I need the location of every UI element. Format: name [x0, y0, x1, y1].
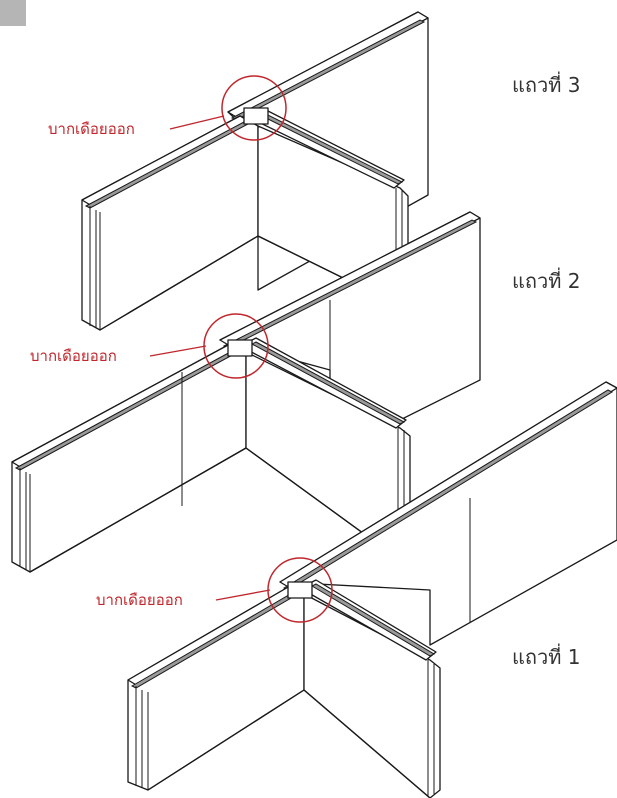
callout-row-1: บากเดือยออก [96, 557, 333, 623]
row-1-joint [287, 581, 313, 599]
row-3-floor-left [99, 235, 259, 331]
callout-leader-row-3 [169, 115, 225, 130]
callout-row-2: บากเดือยออก [30, 313, 269, 379]
callout-label-row-2: บากเดือยออก [30, 347, 117, 365]
callout-circle-row-3 [221, 75, 287, 141]
callout-leader-row-1 [215, 589, 271, 601]
row-2-right-groove [250, 341, 406, 425]
callout-row-3: บากเดือยออก [48, 75, 287, 141]
row-3-block-assembly [81, 11, 429, 331]
callout-leader-row-2 [149, 345, 207, 357]
row-label-1: แถวที่ 1 [512, 643, 581, 669]
row-2-floor-left [29, 447, 247, 573]
callout-label-row-3: บากเดือยออก [48, 120, 135, 138]
row-1-right-groove [310, 583, 436, 657]
row-2-left-panel [11, 343, 247, 573]
corner-tab [0, 0, 26, 26]
row-2-back-wall-top [219, 211, 481, 347]
row-1-left-panel [127, 585, 305, 791]
row-3-back-wall-top [227, 11, 429, 119]
row-label-2: แถวที่ 2 [512, 267, 581, 293]
row-label-3: แถวที่ 3 [512, 71, 581, 97]
callout-label-row-1: บากเดือยออก [96, 591, 183, 609]
row-1-floor-right [303, 689, 431, 798]
row-2-block-assembly [11, 211, 481, 573]
row-1-block-assembly [127, 381, 617, 798]
row-3-joint [243, 107, 269, 125]
row-1-floor-left [147, 689, 305, 791]
row-2-joint [227, 339, 253, 357]
row-3-left-panel [81, 115, 259, 331]
